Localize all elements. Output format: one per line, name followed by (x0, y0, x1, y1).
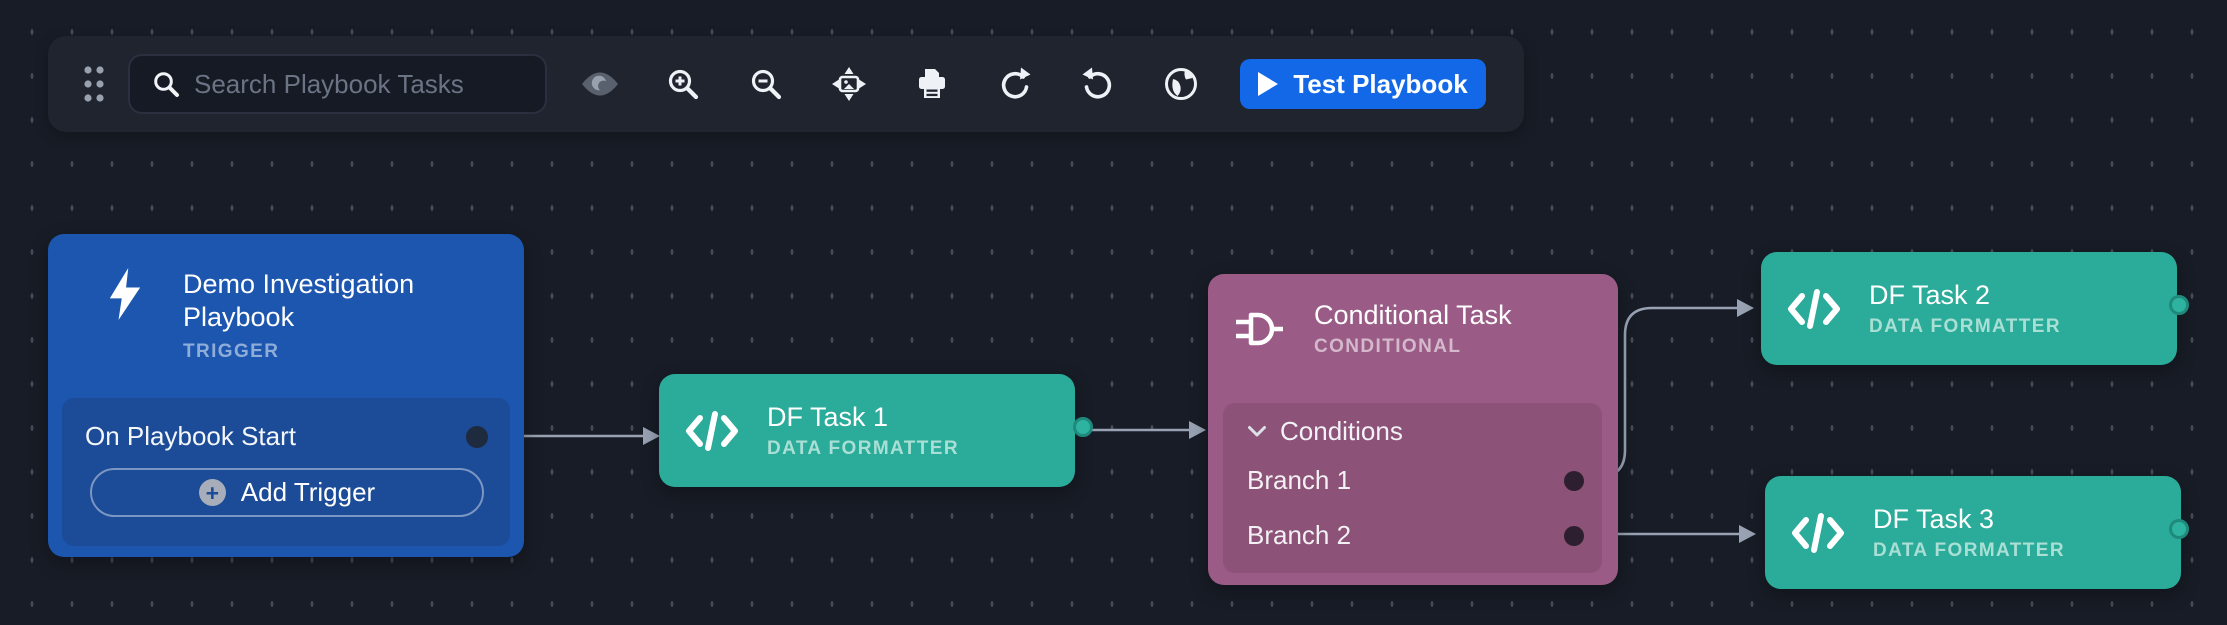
arrowhead-df3 (1739, 525, 1756, 543)
conditions-section-label: Conditions (1280, 415, 1403, 446)
zoom-out-button[interactable] (745, 63, 787, 105)
add-trigger-button[interactable]: + Add Trigger (90, 468, 484, 517)
node-df-task-2[interactable]: DF Task 2 DATA FORMATTER (1761, 252, 2177, 365)
test-playbook-label: Test Playbook (1293, 68, 1468, 99)
df2-type: DATA FORMATTER (1869, 315, 2061, 337)
trigger-panel: On Playbook Start + Add Trigger (62, 398, 510, 546)
undo-icon (1082, 67, 1112, 99)
node-df-task-1[interactable]: DF Task 1 DATA FORMATTER (659, 374, 1075, 487)
conditional-type: CONDITIONAL (1314, 336, 1462, 357)
redo-button[interactable] (994, 63, 1036, 105)
search-icon (154, 72, 179, 97)
df2-output-port[interactable] (2169, 295, 2189, 315)
logic-gate-icon (1236, 312, 1283, 346)
trigger-row-on-playbook-start[interactable]: On Playbook Start (62, 398, 510, 452)
df2-title: DF Task 2 (1869, 279, 1991, 310)
undo-button[interactable] (1077, 63, 1119, 105)
branch1-label: Branch 1 (1247, 465, 1352, 495)
node-df-task-3[interactable]: DF Task 3 DATA FORMATTER (1765, 476, 2181, 589)
play-icon (1258, 72, 1279, 96)
eye-icon (582, 72, 618, 96)
df3-title: DF Task 3 (1873, 503, 1995, 534)
print-button[interactable] (911, 63, 953, 105)
df1-output-port[interactable] (1073, 417, 1093, 437)
trigger-node-type: TRIGGER (183, 341, 280, 362)
df3-type: DATA FORMATTER (1873, 539, 2065, 561)
trigger-row-label: On Playbook Start (85, 421, 296, 451)
connector-arrowheads (643, 299, 1756, 543)
search-input[interactable] (194, 68, 524, 100)
redo-icon (1001, 67, 1031, 99)
globe-button[interactable] (1160, 63, 1202, 105)
code-icon (1788, 288, 1840, 329)
search-box[interactable] (128, 54, 547, 114)
add-trigger-label: Add Trigger (240, 477, 376, 507)
fit-to-screen-icon (832, 67, 866, 101)
visibility-button[interactable] (579, 63, 621, 105)
canvas-toolbar: Test Playbook (48, 36, 1524, 132)
df1-type: DATA FORMATTER (767, 437, 959, 459)
node-trigger[interactable]: Demo Investigation Playbook TRIGGER On P… (48, 234, 524, 557)
df1-title: DF Task 1 (767, 401, 889, 432)
toolbar-icon-group (579, 63, 1202, 105)
branch2-label: Branch 2 (1247, 520, 1352, 550)
code-icon (1792, 512, 1844, 553)
code-icon (686, 410, 738, 451)
chevron-down-icon (1248, 425, 1266, 436)
branch2-output-port[interactable] (1564, 525, 1584, 546)
arrowhead-df1 (643, 427, 660, 445)
trigger-output-port[interactable] (466, 425, 488, 448)
branch-row-1[interactable]: Branch 1 (1247, 453, 1584, 508)
conditional-node-header: Conditional Task CONDITIONAL (1208, 274, 1618, 358)
printer-icon (919, 69, 945, 98)
conditions-panel: Conditions Branch 1 Branch 2 (1223, 403, 1602, 573)
node-conditional-task[interactable]: Conditional Task CONDITIONAL Conditions … (1208, 274, 1618, 585)
globe-icon (1165, 68, 1197, 100)
lightning-icon (109, 268, 141, 320)
test-playbook-button[interactable]: Test Playbook (1240, 59, 1486, 109)
conditions-section-toggle[interactable]: Conditions (1247, 409, 1584, 453)
drag-handle-icon[interactable] (82, 64, 106, 104)
arrowhead-conditional (1189, 421, 1206, 439)
branch1-output-port[interactable] (1564, 470, 1584, 491)
conditional-title: Conditional Task (1314, 300, 1512, 330)
arrowhead-df2 (1737, 299, 1754, 317)
branch-row-2[interactable]: Branch 2 (1247, 508, 1584, 563)
plus-icon: + (198, 479, 226, 506)
zoom-in-icon (668, 69, 699, 100)
zoom-out-icon (751, 69, 782, 100)
trigger-node-header: Demo Investigation Playbook TRIGGER (48, 234, 524, 363)
zoom-in-button[interactable] (662, 63, 704, 105)
df3-output-port[interactable] (2169, 519, 2189, 539)
fit-to-screen-button[interactable] (828, 63, 870, 105)
trigger-node-title: Demo Investigation Playbook (183, 269, 415, 332)
